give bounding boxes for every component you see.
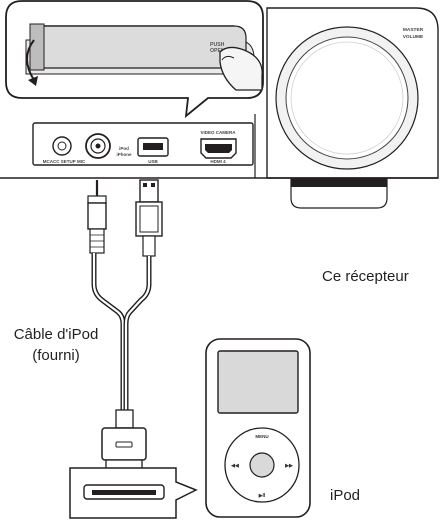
jack-label-video-camera: VIDEO CAMERA xyxy=(200,130,236,135)
ipod-device: MENU ▶II ◀◀ ▶▶ xyxy=(205,338,311,518)
ipod-cable xyxy=(69,179,198,519)
master-volume-knob xyxy=(285,36,409,160)
wheel-next-label: ▶▶ xyxy=(284,463,294,469)
master-volume-label-line1: MASTER xyxy=(403,27,424,33)
wheel-play-label: ▶II xyxy=(258,493,266,499)
av-plug xyxy=(87,180,107,254)
center-button xyxy=(249,452,275,478)
wheel-menu-label: MENU xyxy=(255,434,268,439)
connector-panel: MCACC SETUP MIC iPod iPhone USB VIDEO CA… xyxy=(32,122,254,166)
jack-label-ipod-line1: iPod xyxy=(119,146,129,151)
jack-label-usb: USB xyxy=(148,159,158,164)
jack-label-hdmi: HDMI 4 xyxy=(210,159,226,164)
open-arrow xyxy=(26,39,35,81)
ipod-screen xyxy=(217,350,299,414)
cable-caption: Câble d'iPod (fourni) xyxy=(13,326,99,364)
wheel-prev-label: ◀◀ xyxy=(230,463,239,469)
ipod-caption: iPod xyxy=(330,487,361,504)
receiver-body: MASTER VOLUME xyxy=(0,7,439,209)
front-panel-callout: PUSH OPEN xyxy=(5,0,264,119)
finger-icon xyxy=(219,46,263,91)
dock-connector-callout xyxy=(69,467,198,519)
jack-label-mcacc: MCACC SETUP MIC xyxy=(43,159,86,164)
master-volume-label-line2: VOLUME xyxy=(403,34,424,40)
dock-connector xyxy=(101,409,147,477)
push-open-line2: OPEN xyxy=(210,48,225,54)
receiver-caption: Ce récepteur xyxy=(322,268,409,285)
push-open-line1: PUSH xyxy=(210,42,225,48)
receiver-foot-band xyxy=(291,178,387,187)
usb-plug xyxy=(135,179,163,257)
jack-label-ipod-line2: iPhone xyxy=(116,152,131,157)
